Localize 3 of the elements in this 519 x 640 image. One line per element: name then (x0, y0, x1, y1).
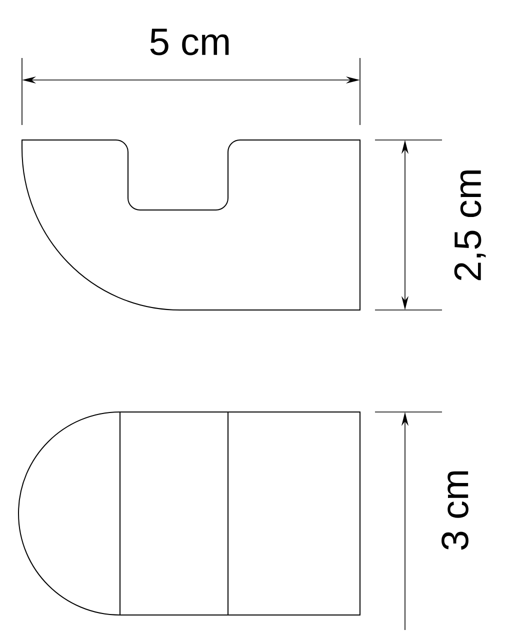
dimension-label: 2,5 cm (454, 170, 486, 280)
dimension-label: 5 cm (150, 28, 229, 56)
dimension-label: 3 cm (442, 471, 468, 550)
